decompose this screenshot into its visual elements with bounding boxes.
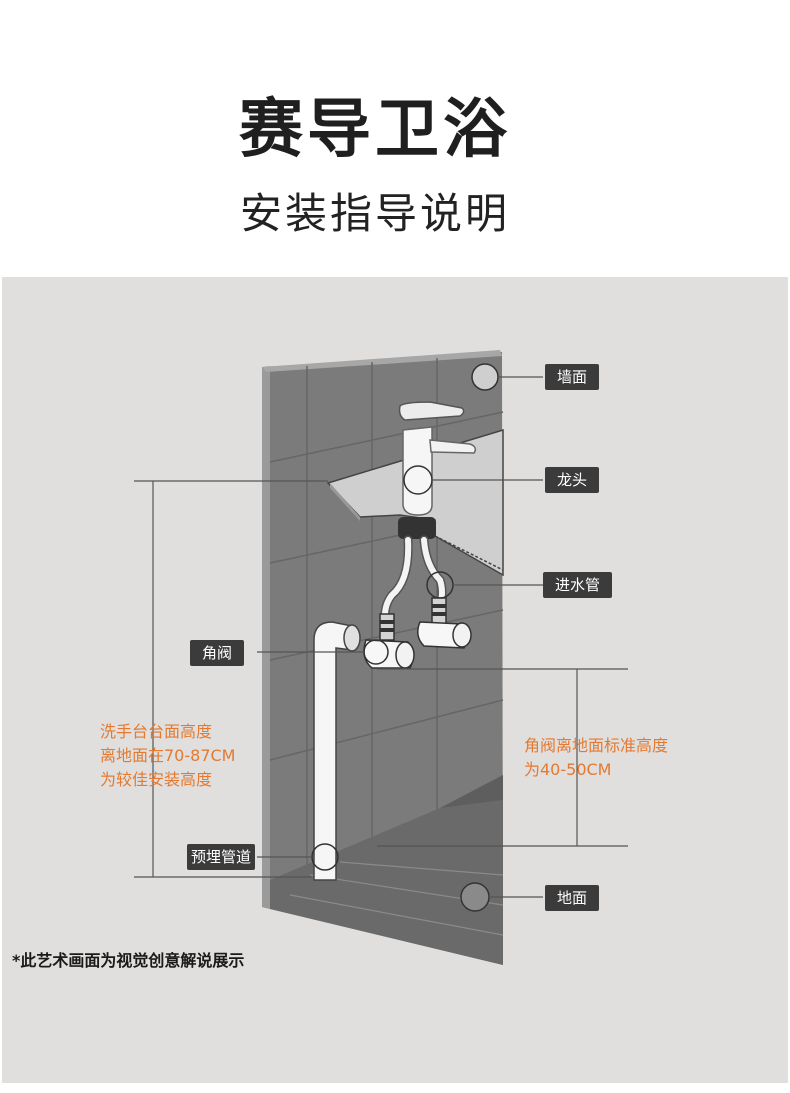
wall-edge bbox=[262, 366, 270, 909]
note-basin-line-1: 洗手台台面高度 bbox=[100, 722, 213, 741]
label-inlet-pipe: 进水管 bbox=[543, 572, 613, 598]
label-angle-valve: 角阀 bbox=[190, 640, 245, 666]
buried-pipe-drawing bbox=[313, 621, 361, 881]
brand-title: 赛导卫浴 bbox=[239, 93, 511, 167]
label-buried-pipe: 预埋管道 bbox=[187, 844, 256, 870]
dimension-lines bbox=[134, 480, 628, 878]
page-subtitle: 安装指导说明 bbox=[239, 189, 510, 238]
disclaimer-text: *此艺术画面为视觉创意解说展示 bbox=[12, 951, 245, 970]
label-faucet: 龙头 bbox=[545, 467, 600, 493]
wall-top-edge bbox=[262, 350, 502, 372]
note-valve-line-2: 为40-50CM bbox=[524, 760, 612, 779]
note-basin-line-2: 离地面在70-87CM bbox=[100, 746, 236, 765]
note-basin-line-3: 为较佳安装高度 bbox=[100, 770, 213, 789]
note-basin-height: 洗手台台面高度 离地面在70-87CM 为较佳安装高度 bbox=[100, 720, 235, 792]
note-valve-line-1: 角阀离地面标准高度 bbox=[524, 736, 669, 755]
label-floor: 地面 bbox=[545, 885, 600, 911]
leader-lines bbox=[257, 376, 543, 898]
label-wall: 墙面 bbox=[545, 364, 600, 390]
note-valve-height: 角阀离地面标准高度 为40-50CM bbox=[524, 734, 668, 782]
